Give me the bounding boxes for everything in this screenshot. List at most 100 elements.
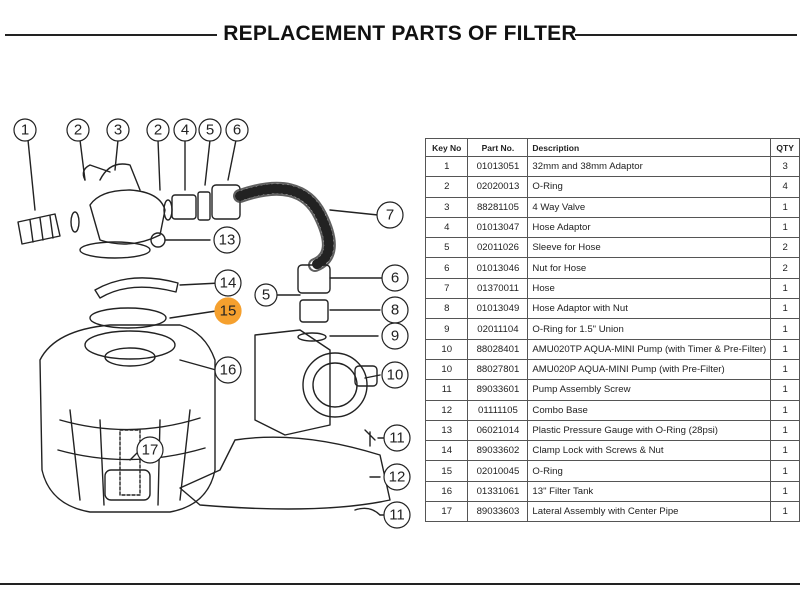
cell-description: Combo Base	[527, 399, 772, 421]
callout-4: 4	[181, 122, 189, 139]
cell-qty: 1	[770, 196, 800, 218]
cell-description: Hose	[527, 277, 772, 300]
callout-6-bottom: 6	[391, 270, 399, 287]
screw-bottom	[354, 507, 381, 516]
hose-adaptor	[171, 194, 197, 220]
cell-qty: 1	[770, 216, 800, 239]
pump-motor	[254, 329, 331, 436]
o-ring-15-shape	[89, 307, 167, 329]
header-qty: QTY	[770, 138, 800, 157]
cell-qty: 1	[770, 419, 800, 442]
callout-11-top: 11	[389, 430, 405, 447]
cell-qty: 1	[770, 460, 800, 482]
cell-part-no: 02011104	[467, 318, 529, 340]
callout-15: 15	[220, 303, 237, 320]
cell-key-no: 7	[424, 277, 469, 300]
screw-top	[364, 429, 376, 447]
cell-description: O-Ring	[527, 176, 772, 198]
callout-11-bottom: 11	[389, 507, 405, 524]
clamp-lock	[94, 277, 179, 299]
cell-part-no: 02010045	[467, 460, 529, 482]
cell-qty: 3	[770, 155, 800, 178]
hose-adaptor-nut	[299, 299, 329, 323]
o-ring-left	[70, 211, 80, 233]
cell-qty: 1	[770, 399, 800, 421]
tank-inner-line	[59, 417, 201, 431]
cell-description: Hose Adaptor	[527, 216, 772, 239]
cell-part-no: 01111105	[467, 399, 529, 421]
cell-key-no: 4	[424, 216, 469, 239]
o-ring-union	[297, 332, 327, 342]
cell-part-no: 88028401	[467, 338, 529, 360]
bottom-rule	[0, 583, 800, 585]
cell-qty: 1	[770, 298, 800, 320]
cell-qty: 1	[770, 277, 800, 300]
cell-description: AMU020P AQUA-MINI Pump (with Pre-Filter)	[527, 358, 772, 381]
cell-description: Nut for Hose	[527, 257, 772, 279]
pump-housing	[302, 352, 368, 418]
hose-sleeve	[197, 191, 211, 221]
tank-neck	[84, 330, 176, 360]
cell-key-no: 3	[424, 196, 469, 218]
cell-part-no: 02011026	[467, 237, 529, 259]
cell-part-no: 88027801	[467, 358, 529, 381]
cell-description: Pump Assembly Screw	[527, 379, 772, 401]
callout-10: 10	[387, 367, 404, 384]
cell-part-no: 89033603	[467, 501, 529, 523]
cell-key-no: 5	[424, 237, 469, 259]
tank-neck-inner	[104, 347, 156, 367]
lateral-base	[104, 469, 151, 501]
cell-key-no: 10	[424, 338, 469, 360]
cell-description: O-Ring	[527, 460, 772, 482]
cell-key-no: 15	[424, 460, 469, 482]
callout-2-left: 2	[74, 122, 82, 139]
cell-description: Plastic Pressure Gauge with O-Ring (28ps…	[527, 419, 772, 442]
title-rule-left	[5, 34, 217, 36]
hose-coil	[235, 183, 334, 270]
cell-qty: 1	[770, 379, 800, 401]
cell-key-no: 17	[424, 501, 469, 523]
cell-description: O-Ring for 1.5" Union	[527, 318, 772, 340]
callout-16: 16	[220, 362, 237, 379]
page-title: REPLACEMENT PARTS OF FILTER	[223, 22, 577, 45]
cell-qty: 2	[770, 257, 800, 279]
cell-part-no: 01331061	[467, 480, 529, 503]
callout-1: 1	[21, 122, 29, 139]
cell-key-no: 16	[424, 480, 469, 503]
cell-qty: 1	[770, 318, 800, 340]
cell-qty: 1	[770, 440, 800, 462]
cell-key-no: 6	[424, 257, 469, 279]
cell-part-no: 01013049	[467, 298, 529, 320]
cell-qty: 4	[770, 176, 800, 198]
callout-8: 8	[391, 302, 399, 319]
cell-key-no: 10	[424, 358, 469, 381]
callout-12: 12	[389, 469, 406, 486]
cell-description: Clamp Lock with Screws & Nut	[527, 440, 772, 462]
valve-body	[89, 189, 166, 245]
cell-part-no: 89033601	[467, 379, 529, 401]
cell-description: Sleeve for Hose	[527, 237, 772, 259]
table-header-row: Key No Part No. Description QTY	[424, 138, 800, 157]
hose-nut-top	[211, 184, 241, 220]
cell-part-no: 06021014	[467, 419, 529, 442]
callout-6-top: 6	[233, 122, 241, 139]
cell-qty: 1	[770, 358, 800, 381]
cell-part-no: 88281105	[467, 196, 529, 218]
cell-part-no: 89033602	[467, 440, 529, 462]
cell-description: Lateral Assembly with Center Pipe	[527, 501, 772, 523]
adaptor-left	[17, 213, 61, 245]
cell-part-no: 01370011	[467, 277, 529, 300]
